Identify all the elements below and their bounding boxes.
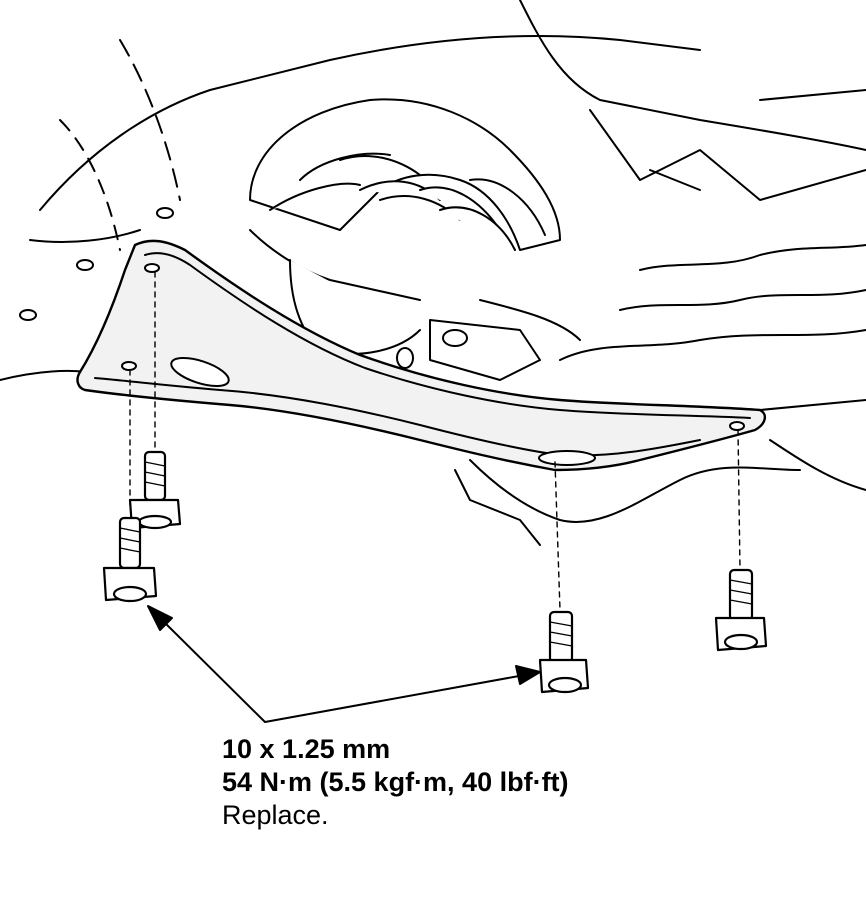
- exhaust-pipe: [249, 98, 581, 381]
- bolt-2: [102, 516, 158, 603]
- arrow-head-left: [147, 605, 173, 631]
- bolt-4: [714, 568, 768, 652]
- torque-callout: 10 x 1.25 mm 54 N·m (5.5 kgf·m, 40 lbf·f…: [222, 733, 569, 832]
- torque-spec-label: 54 N·m (5.5 kgf·m, 40 lbf·ft): [222, 767, 569, 797]
- bolt-size-label: 10 x 1.25 mm: [222, 734, 391, 764]
- flange-bolt: [102, 450, 768, 694]
- subframe-bracket: [76, 239, 767, 472]
- arrow-head-right: [515, 665, 541, 685]
- replace-note: Replace.: [222, 800, 329, 830]
- bolt-3: [538, 610, 590, 694]
- bolt-1: [128, 450, 182, 530]
- leader-arrow: [147, 605, 541, 723]
- alignment-lines: [129, 271, 741, 611]
